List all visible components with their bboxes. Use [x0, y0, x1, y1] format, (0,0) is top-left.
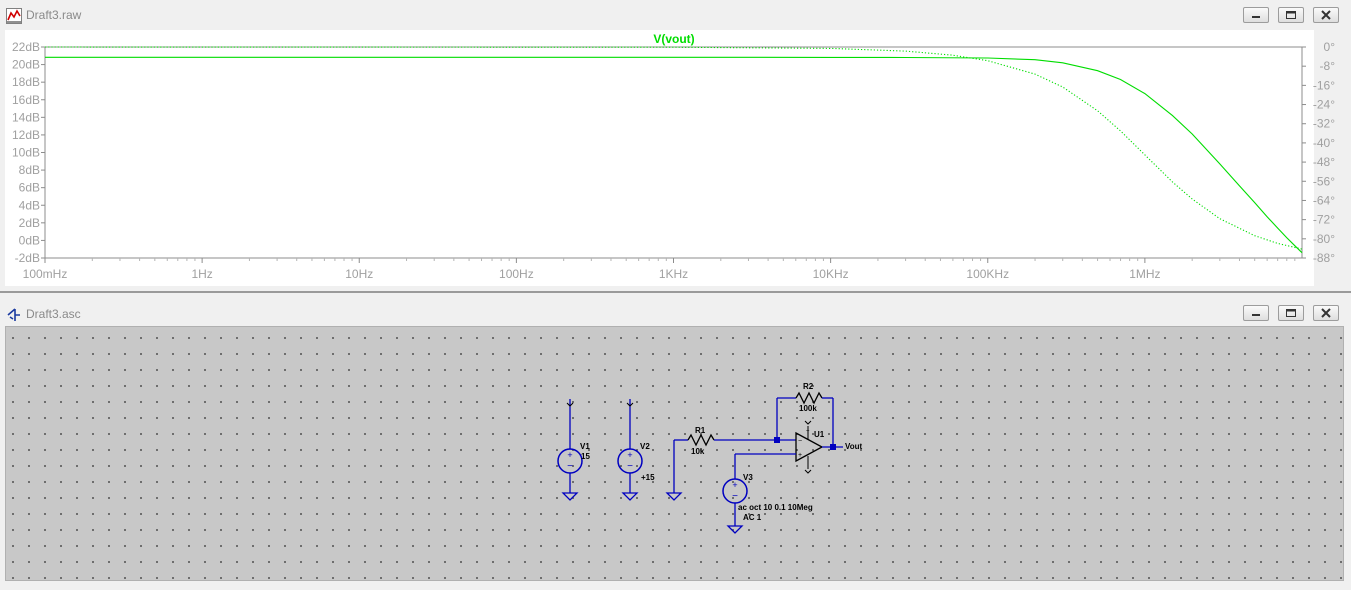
- maximize-button[interactable]: [1278, 7, 1304, 23]
- y-left-tick-label: 0dB: [19, 233, 40, 247]
- close-button[interactable]: [1313, 7, 1339, 23]
- y-right-tick-label: -24°: [1313, 98, 1335, 112]
- phase-trace[interactable]: [44, 46, 1303, 250]
- x-tick-label: 1Hz: [191, 267, 212, 281]
- y-left-tick-label: 4dB: [19, 198, 40, 212]
- y-right-tick-label: 0°: [1324, 40, 1336, 54]
- v2-value: +15: [641, 473, 655, 482]
- minimize-button[interactable]: [1243, 7, 1269, 23]
- ground-symbol: [665, 440, 683, 501]
- y-left-tick-label: 16dB: [12, 93, 40, 107]
- maximize-button[interactable]: [1278, 305, 1304, 321]
- y-left-tick-label: 22dB: [12, 40, 40, 54]
- y-right-tick-label: -32°: [1313, 117, 1335, 131]
- svg-text:−: −: [732, 491, 738, 502]
- close-button[interactable]: [1313, 305, 1339, 321]
- schematic-icon: [7, 308, 20, 321]
- y-left-tick-label: 18dB: [12, 75, 40, 89]
- voltage-source-v1[interactable]: + − V1 15: [557, 399, 590, 501]
- r2-name: R2: [803, 382, 814, 391]
- v1-name: V1: [580, 442, 590, 451]
- opamp-u1[interactable]: − + + U1 Vout: [777, 420, 863, 474]
- x-tick-label: 1KHz: [659, 267, 688, 281]
- v2-name: V2: [640, 442, 650, 451]
- trace-label[interactable]: V(vout): [653, 32, 694, 46]
- close-icon: [1321, 10, 1331, 20]
- voltage-source-v2[interactable]: + − V2 +15: [617, 399, 655, 501]
- y-right-tick-label: -64°: [1313, 193, 1335, 207]
- plot-window-title: Draft3.raw: [26, 8, 82, 22]
- x-tick-label: 1MHz: [1129, 267, 1160, 281]
- x-tick-label: 100mHz: [23, 267, 68, 281]
- plot-window-titlebar[interactable]: Draft3.raw: [0, 0, 1351, 30]
- minimize-button[interactable]: [1243, 305, 1269, 321]
- y-left-tick-label: 14dB: [12, 110, 40, 124]
- y-right-tick-label: -72°: [1313, 213, 1335, 227]
- schematic-drawing[interactable]: + − V1 15 + − V2 +15: [0, 299, 1351, 590]
- y-left-tick-label: 10dB: [12, 146, 40, 160]
- x-tick-label: 10KHz: [813, 267, 849, 281]
- svg-text:−: −: [627, 461, 633, 472]
- x-tick-label: 100KHz: [966, 267, 1009, 281]
- schematic-window-titlebar[interactable]: Draft3.asc: [0, 299, 1351, 329]
- svg-text:−: −: [798, 438, 802, 445]
- y-right-tick-label: -8°: [1320, 59, 1336, 73]
- bode-plot[interactable]: V(vout) 22dB 20dB 18dB 16dB 14dB 12dB 10dB 8dB 6…: [0, 0, 1351, 293]
- vout-net-label: Vout: [845, 442, 863, 451]
- r1-name: R1: [695, 426, 706, 435]
- resistor-r1[interactable]: R1 10k: [674, 426, 777, 456]
- waveform-icon: [6, 8, 22, 24]
- magnitude-trace[interactable]: [45, 56, 1303, 254]
- v3-value: ac oct 10 0.1 10Meg: [738, 503, 813, 512]
- v3-name: V3: [743, 473, 753, 482]
- y-right-tick-label: -16°: [1313, 78, 1335, 92]
- svg-text:+: +: [806, 429, 810, 435]
- schematic-window-title: Draft3.asc: [26, 307, 81, 321]
- svg-text:+: +: [627, 450, 632, 460]
- svg-text:+: +: [798, 452, 802, 459]
- y-right-tick-label: -40°: [1313, 136, 1335, 150]
- y-left-tick-label: 8dB: [19, 163, 40, 177]
- y-right-tick-label: -88°: [1313, 251, 1335, 265]
- y-left-tick-label: 6dB: [19, 181, 40, 195]
- y-left-tick-label: -2dB: [15, 251, 40, 265]
- voltage-source-v3[interactable]: + − V3 ac oct 10 0.1 10Meg AC 1: [722, 453, 813, 534]
- schematic-window: Draft3.asc + − V1 15 + −: [0, 299, 1351, 590]
- x-tick-label: 100Hz: [499, 267, 534, 281]
- y-left-tick-label: 20dB: [12, 58, 40, 72]
- svg-text:−: −: [567, 461, 573, 472]
- plot-window: Draft3.raw V(vout) 22dB 20dB 18dB 16dB 14dB 1…: [0, 0, 1351, 293]
- maximize-icon: [1286, 11, 1296, 19]
- x-tick-label: 10Hz: [345, 267, 373, 281]
- r1-value: 10k: [691, 447, 705, 456]
- maximize-icon: [1286, 309, 1296, 317]
- v1-value: 15: [581, 452, 590, 461]
- close-icon: [1321, 308, 1331, 318]
- r2-value: 100k: [799, 404, 817, 413]
- plot-area[interactable]: [44, 46, 1303, 259]
- y-left-tick-label: 12dB: [12, 128, 40, 142]
- u1-name: U1: [814, 430, 825, 439]
- y-right-tick-label: -80°: [1313, 232, 1335, 246]
- y-right-tick-label: -56°: [1313, 174, 1335, 188]
- v3-ac-value: AC 1: [743, 513, 762, 522]
- minimize-icon: [1252, 16, 1260, 18]
- resistor-r2[interactable]: R2 100k: [776, 382, 834, 446]
- y-left-tick-label: 2dB: [19, 216, 40, 230]
- minimize-icon: [1252, 314, 1260, 316]
- svg-text:+: +: [732, 480, 737, 490]
- y-right-tick-label: -48°: [1313, 155, 1335, 169]
- svg-text:+: +: [567, 450, 572, 460]
